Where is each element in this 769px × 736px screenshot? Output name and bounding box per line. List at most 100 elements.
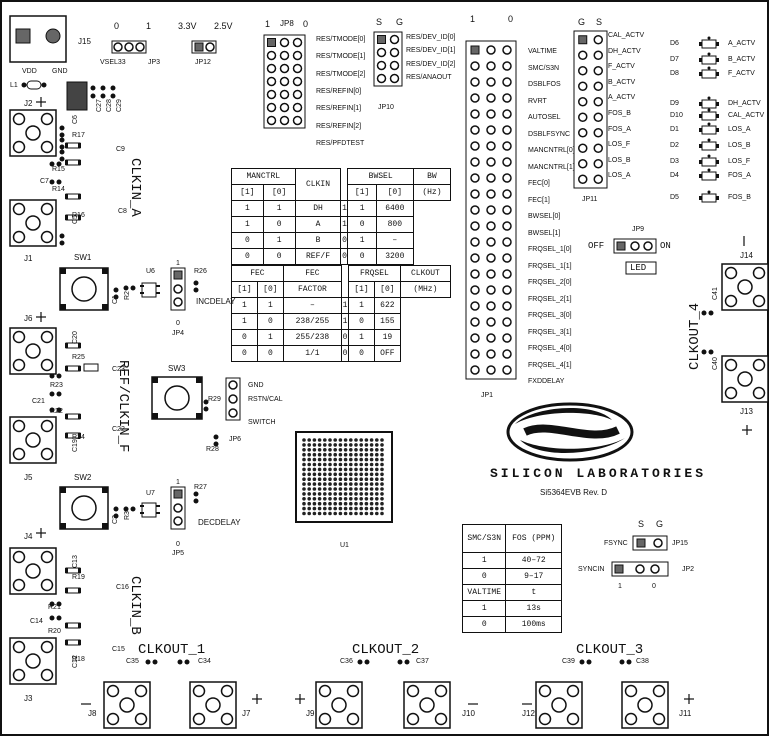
pin bbox=[470, 285, 480, 295]
pin bbox=[486, 349, 496, 359]
sma-connector bbox=[621, 681, 669, 729]
table-cell: 6400 bbox=[375, 200, 414, 217]
led-label: A_ACTV bbox=[728, 40, 756, 47]
j6-label: J6 bbox=[24, 314, 33, 323]
pin-label: RES/ANAOUT bbox=[406, 73, 452, 81]
jp6-header bbox=[225, 377, 241, 421]
clkout-3-label: CLKOUT_3 bbox=[576, 642, 644, 658]
u7-chip bbox=[140, 502, 160, 518]
jp5-0-label: 0 bbox=[176, 541, 180, 548]
table-cell: 1 bbox=[340, 216, 349, 233]
table-cell: REF/F bbox=[294, 248, 342, 265]
pin bbox=[470, 61, 480, 71]
pin bbox=[266, 115, 277, 126]
th: FACTOR bbox=[282, 281, 343, 298]
table-cell: 1 bbox=[341, 313, 350, 330]
pin bbox=[376, 60, 387, 71]
sma-connector bbox=[403, 681, 451, 729]
passive-components bbox=[49, 125, 714, 665]
led-label: FOS_B bbox=[728, 194, 751, 201]
jp6-switch-label: SWITCH bbox=[248, 419, 276, 426]
jp2-header bbox=[611, 561, 669, 577]
led-ref: D3 bbox=[670, 158, 679, 165]
table-cell: 1 bbox=[340, 200, 349, 217]
sma-connector bbox=[315, 681, 363, 729]
pin bbox=[486, 333, 496, 343]
pin bbox=[578, 143, 588, 153]
table-cell: A bbox=[294, 216, 342, 233]
pin bbox=[486, 317, 496, 327]
pin bbox=[470, 77, 480, 87]
pin bbox=[292, 115, 303, 126]
incdelay-label: INCDELAY bbox=[196, 297, 236, 306]
pin bbox=[593, 143, 603, 153]
company-name: SILICON LABORATORIES bbox=[490, 466, 707, 481]
pin bbox=[470, 173, 480, 183]
c27-c29-capacitors bbox=[90, 85, 116, 99]
pin bbox=[502, 333, 512, 343]
jp12-label: JP12 bbox=[195, 59, 211, 66]
pin-label: BWSEL[1] bbox=[528, 229, 561, 237]
electrolytic-capacitor bbox=[66, 81, 88, 111]
status-leds bbox=[699, 36, 719, 203]
pin-label: SMC/S3N bbox=[528, 64, 560, 72]
led-label: LOS_B bbox=[728, 142, 751, 149]
u1-label: U1 bbox=[340, 542, 349, 549]
pin-label: FRQSEL_3[0] bbox=[528, 312, 572, 319]
table-cell: 0 bbox=[340, 248, 349, 265]
table-cell: 0 bbox=[348, 313, 375, 330]
th: MANCTRL bbox=[231, 168, 296, 185]
jp12-33-label: 3.3V bbox=[178, 21, 197, 31]
j1-label: J1 bbox=[24, 254, 33, 263]
sma-connector bbox=[9, 327, 57, 375]
pin bbox=[486, 285, 496, 295]
table-fec-frqsel: FEC FEC FRQSEL CLKOUT [1] [0] FACTOR [1]… bbox=[231, 265, 452, 362]
pin bbox=[279, 63, 290, 74]
pin bbox=[292, 89, 303, 100]
pin bbox=[502, 269, 512, 279]
pin bbox=[470, 189, 480, 199]
component-ref: R24 bbox=[72, 434, 85, 441]
pin bbox=[486, 77, 496, 87]
syncin-label: SYNCIN bbox=[578, 566, 605, 573]
component-ref: R14 bbox=[52, 186, 65, 193]
pin bbox=[593, 174, 603, 184]
table-cell: 0 bbox=[347, 216, 377, 233]
table-cell: 1 bbox=[256, 329, 284, 346]
jp3-header bbox=[111, 40, 147, 54]
component-ref: C2 bbox=[112, 515, 119, 524]
table-cell: 1 bbox=[231, 216, 264, 233]
pin bbox=[486, 141, 496, 151]
component-ref: C22 bbox=[112, 426, 125, 433]
sma-connector bbox=[535, 681, 583, 729]
pin bbox=[486, 221, 496, 231]
table-cell: 1 bbox=[461, 600, 507, 617]
table-cell: 3200 bbox=[375, 248, 414, 265]
led-label: FOS_A bbox=[728, 172, 751, 179]
component-ref: R23 bbox=[50, 382, 63, 389]
sw3-label: SW3 bbox=[168, 364, 186, 373]
table-cell: 40–72 bbox=[505, 552, 562, 569]
table-cell: 0 bbox=[341, 329, 350, 346]
l1-label: L1 bbox=[10, 82, 18, 89]
jp1-label: JP1 bbox=[481, 392, 494, 399]
pin bbox=[486, 173, 496, 183]
pin bbox=[486, 45, 496, 55]
sma-connector bbox=[9, 416, 57, 464]
pin-label: FRQSEL_4[0] bbox=[528, 345, 572, 352]
table-cell: 9–17 bbox=[505, 568, 562, 585]
th: CLKIN bbox=[294, 168, 342, 201]
jp4-0-label: 0 bbox=[176, 320, 180, 327]
pin bbox=[470, 141, 480, 151]
pin-label: RES/REFIN[1] bbox=[316, 105, 362, 113]
component-ref: C20 bbox=[72, 331, 79, 344]
pin bbox=[470, 205, 480, 215]
component-ref: R15 bbox=[52, 166, 65, 173]
u6-chip bbox=[140, 282, 160, 298]
pin-label: DSBLFSYNC bbox=[528, 130, 571, 138]
table-cell: 255/238 bbox=[282, 329, 343, 346]
